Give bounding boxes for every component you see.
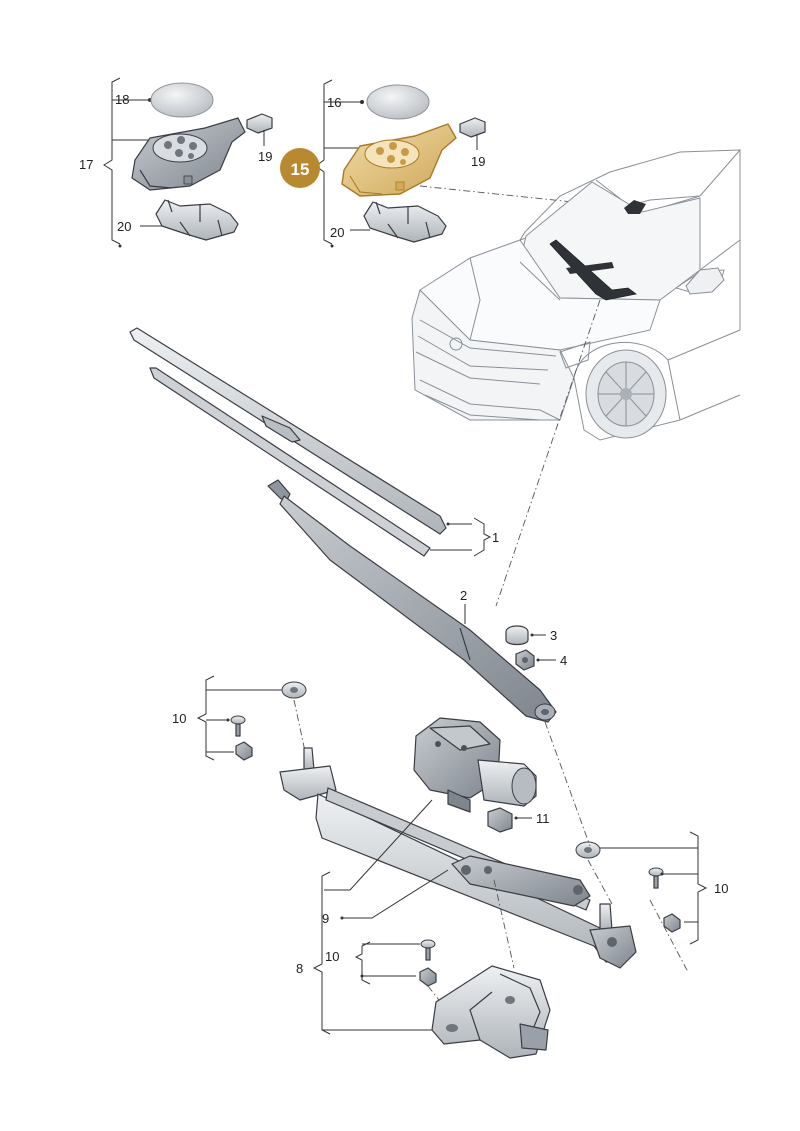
label-8: 8 <box>296 961 303 976</box>
wiper-arm-2[interactable] <box>267 479 557 723</box>
label-20-right: 20 <box>330 225 344 240</box>
label-10-bottom: 10 <box>325 949 339 964</box>
nut-4[interactable] <box>515 649 535 671</box>
connector-19-right[interactable] <box>459 117 486 150</box>
label-20-left: 20 <box>117 219 131 234</box>
pointer-10-right <box>587 859 613 905</box>
label-9: 9 <box>322 911 329 926</box>
mounting-bracket-8[interactable] <box>431 965 551 1059</box>
label-19-left: 19 <box>258 149 272 164</box>
label-10-right: 10 <box>714 881 728 896</box>
pointer-arm-to-pivot <box>544 721 591 847</box>
nut-10-left[interactable] <box>235 741 253 761</box>
rain-light-sensor-15[interactable] <box>341 123 457 197</box>
wiper-blade-1[interactable] <box>129 327 447 557</box>
label-2: 2 <box>460 588 467 603</box>
wiper-motor[interactable] <box>413 717 537 813</box>
bolt-10-bottom[interactable] <box>420 939 436 961</box>
rain-sensor-housing-left[interactable] <box>131 117 246 191</box>
cap-3[interactable] <box>505 625 529 646</box>
windscreen-sensor-marker <box>624 200 646 214</box>
connector-19-left[interactable] <box>246 113 273 146</box>
bracket-20-right[interactable] <box>350 201 447 243</box>
pointer-10-right-2 <box>649 899 689 973</box>
badge-15-text: 15 <box>291 160 310 179</box>
wiper-linkage-9[interactable] <box>279 747 637 969</box>
washer-10-right[interactable] <box>575 841 601 859</box>
pointer-10-left <box>293 699 307 757</box>
washer-10-left[interactable] <box>281 681 307 699</box>
label-3: 3 <box>550 628 557 643</box>
sensor-group-17: 18 17 19 20 <box>79 77 273 248</box>
label-16: 16 <box>327 95 341 110</box>
car-illustration <box>411 148 741 441</box>
bracket-20-left[interactable] <box>140 199 239 241</box>
pointer-car-to-linkage <box>495 299 601 607</box>
highlight-badge-15[interactable]: 15 <box>280 148 320 188</box>
label-19-right: 19 <box>471 154 485 169</box>
bolt-10-left[interactable] <box>230 715 246 737</box>
label-11: 11 <box>536 811 550 826</box>
lens-18[interactable] <box>150 82 214 118</box>
grommet-11[interactable] <box>487 807 513 833</box>
label-4: 4 <box>560 653 567 668</box>
label-18: 18 <box>115 92 129 107</box>
label-17: 17 <box>79 157 93 172</box>
pointer-motor-to-bracket <box>493 879 515 969</box>
bolt-10-right[interactable] <box>648 867 664 889</box>
label-1: 1 <box>492 530 499 545</box>
nut-10-right[interactable] <box>663 913 681 933</box>
sensor-group-15: 15 16 19 20 <box>280 79 486 248</box>
nut-10-bottom[interactable] <box>419 967 437 987</box>
label-10-left: 10 <box>172 711 186 726</box>
lens-16[interactable] <box>366 84 430 120</box>
